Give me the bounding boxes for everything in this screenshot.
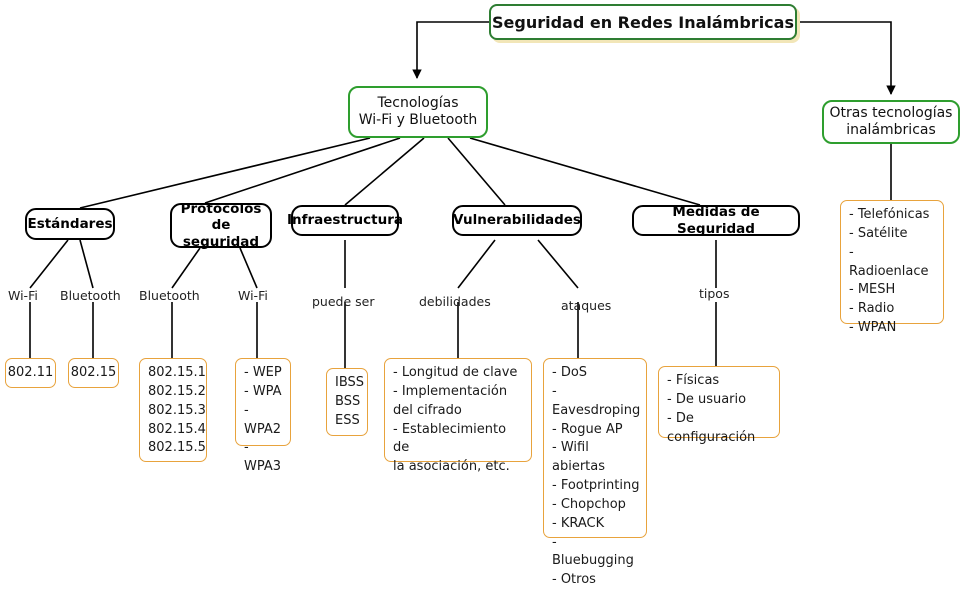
leaf-wifi-protocolos[interactable]: - WEP - WPA - WPA2 - WPA3 bbox=[235, 358, 291, 474]
leaf-estandar-wifi-text: 802.11 bbox=[7, 364, 54, 380]
leaf-otras-tecnologias-text: - Telefónicas - Satélite - Radioenlace -… bbox=[849, 207, 930, 336]
branch-tecnologias-label: Tecnologías Wi-Fi y Bluetooth bbox=[358, 94, 478, 129]
edge-label-protocolos-wifi: Wi-Fi bbox=[238, 288, 268, 303]
category-protocolos[interactable]: Protocolos de seguridad bbox=[170, 201, 272, 250]
category-vulnerabilidades-label: Vulnerabilidades bbox=[453, 212, 581, 229]
leaf-infraestructura-modos-text: IBSS BSS ESS bbox=[335, 375, 365, 428]
edge-label-tipos: tipos bbox=[699, 286, 730, 301]
leaf-wifi-protocolos-text: - WEP - WPA - WPA2 - WPA3 bbox=[244, 365, 282, 475]
leaf-ataques-text: - DoS - Eavesdroping - Rogue AP - Wifil … bbox=[552, 365, 641, 588]
category-protocolos-label: Protocolos de seguridad bbox=[180, 201, 262, 250]
root-label: Seguridad en Redes Inalámbricas bbox=[492, 12, 794, 32]
category-estandares[interactable]: Estándares bbox=[25, 208, 115, 240]
category-estandares-label: Estándares bbox=[27, 215, 113, 232]
leaf-infraestructura-modos[interactable]: IBSS BSS ESS bbox=[326, 368, 368, 436]
leaf-bluetooth-versiones[interactable]: 802.15.1 802.15.2 802.15.3 802.15.4 802.… bbox=[139, 358, 207, 462]
category-medidas-label: Medidas de Seguridad bbox=[672, 204, 760, 237]
mindmap-canvas: Seguridad en Redes Inalámbricas Tecnolog… bbox=[5, 4, 960, 587]
leaf-otras-tecnologias[interactable]: - Telefónicas - Satélite - Radioenlace -… bbox=[840, 200, 944, 335]
leaf-debilidades[interactable]: - Longitud de clave - Implementación del… bbox=[384, 358, 532, 474]
edge-label-ataques: ataques bbox=[561, 298, 612, 313]
branch-tecnologias[interactable]: Tecnologías Wi-Fi y Bluetooth bbox=[348, 86, 488, 138]
leaf-medidas-tipos-text: - Físicas - De usuario - De configuració… bbox=[667, 373, 756, 445]
leaf-bluetooth-versiones-text: 802.15.1 802.15.2 802.15.3 802.15.4 802.… bbox=[148, 365, 206, 456]
category-medidas[interactable]: Medidas de Seguridad bbox=[632, 204, 800, 237]
leaf-estandar-bluetooth-text: 802.15 bbox=[70, 364, 117, 380]
leaf-estandar-bluetooth[interactable]: 802.15 bbox=[68, 358, 119, 388]
category-infraestructura-label: Infraestructura bbox=[286, 212, 404, 229]
branch-otras-tecnologias[interactable]: Otras tecnologías inalámbricas bbox=[822, 100, 960, 144]
edge-label-infraestructura: puede ser bbox=[312, 294, 375, 309]
leaf-debilidades-text: - Longitud de clave - Implementación del… bbox=[393, 365, 518, 475]
leaf-estandar-wifi[interactable]: 802.11 bbox=[5, 358, 56, 388]
edge-label-estandares-bluetooth: Bluetooth bbox=[60, 288, 121, 303]
category-infraestructura[interactable]: Infraestructura bbox=[287, 205, 403, 236]
category-vulnerabilidades[interactable]: Vulnerabilidades bbox=[452, 205, 582, 236]
leaf-ataques[interactable]: - DoS - Eavesdroping - Rogue AP - Wifil … bbox=[543, 358, 647, 587]
branch-otras-label: Otras tecnologías inalámbricas bbox=[829, 104, 953, 139]
edge-label-protocolos-bluetooth: Bluetooth bbox=[139, 288, 200, 303]
leaf-medidas-tipos[interactable]: - Físicas - De usuario - De configuració… bbox=[658, 366, 780, 445]
edge-label-debilidades: debilidades bbox=[419, 294, 491, 309]
root-node[interactable]: Seguridad en Redes Inalámbricas bbox=[489, 4, 797, 40]
edge-label-estandares-wifi: Wi-Fi bbox=[8, 288, 38, 303]
